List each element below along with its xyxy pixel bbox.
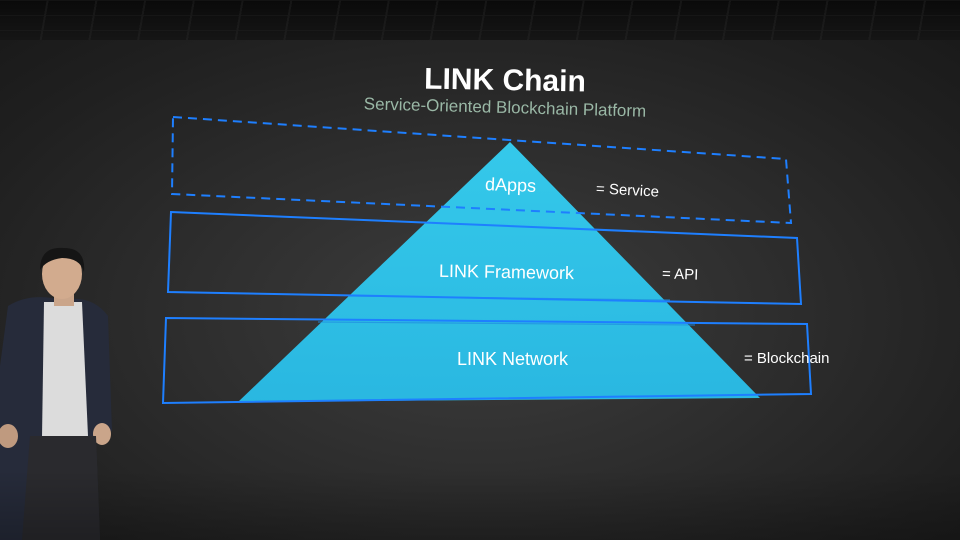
presenter-head xyxy=(42,249,82,299)
presenter-hair xyxy=(40,247,85,272)
mapping-label-api: = API xyxy=(661,265,699,284)
presenter-shirt xyxy=(42,302,88,438)
layer-label-link-framework: LINK Framework xyxy=(438,260,575,284)
network-layer-frame xyxy=(161,316,813,405)
service-layer-frame xyxy=(170,115,793,225)
presenter-trousers xyxy=(22,436,100,540)
presenter-left-hand xyxy=(0,424,18,448)
pyramid-divider-lower xyxy=(317,321,696,326)
pyramid xyxy=(238,142,760,402)
stage-floor-shadow xyxy=(0,470,960,540)
mapping-label-blockchain: = Blockchain xyxy=(744,350,830,367)
presenter xyxy=(0,247,112,540)
layer-label-link-network: LINK Network xyxy=(457,349,569,369)
framework-layer-frame xyxy=(166,210,803,306)
mapping-label-service: = Service xyxy=(595,180,660,201)
layer-label-dapps: dApps xyxy=(484,174,537,196)
presenter-hand xyxy=(93,423,111,445)
